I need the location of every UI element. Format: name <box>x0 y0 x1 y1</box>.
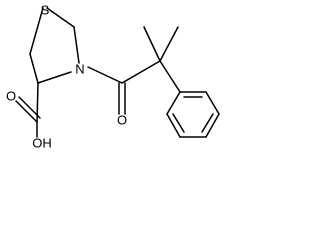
carboxylic-acid-group <box>15 82 41 138</box>
phenyl-ring <box>166 91 220 138</box>
bond-cquat-phenyl <box>159 60 181 93</box>
bond-cquat-methyl-2 <box>159 26 179 62</box>
bond-ccooh-o-double-b <box>18 96 41 119</box>
phenyl-inner-bond-2 <box>201 113 214 133</box>
bond-cquat-methyl-1 <box>143 26 161 62</box>
atom-label-hydroxyl: OH <box>32 135 52 150</box>
bond-n-c4 <box>37 71 72 84</box>
phenyl-bond-3 <box>205 113 220 138</box>
atom-label-sulfur: S <box>41 2 50 17</box>
atom-label-acid-oxygen: O <box>6 88 16 103</box>
acyl-group <box>87 60 161 115</box>
bond-c4-c5 <box>29 53 39 84</box>
bond-acyl-cquat <box>121 60 161 84</box>
bond-ccooh-o-double-a <box>15 100 38 123</box>
phenyl-bond-5 <box>166 113 181 138</box>
bond-n-acyl <box>87 66 123 84</box>
atom-label-carbonyl-oxygen: O <box>117 112 127 127</box>
phenyl-bond-2 <box>205 91 220 115</box>
bond-c2-n <box>73 26 80 64</box>
thiazolidine-ring <box>29 7 80 84</box>
bond-s-c2 <box>46 7 75 28</box>
bond-s-c5 <box>29 7 44 55</box>
phenyl-bond-6 <box>166 91 181 115</box>
atom-label-nitrogen: N <box>75 61 84 76</box>
gem-dimethyl <box>143 26 181 93</box>
structure-diagram: S N O O OH <box>6 2 220 150</box>
phenyl-inner-bond-3 <box>172 113 185 133</box>
